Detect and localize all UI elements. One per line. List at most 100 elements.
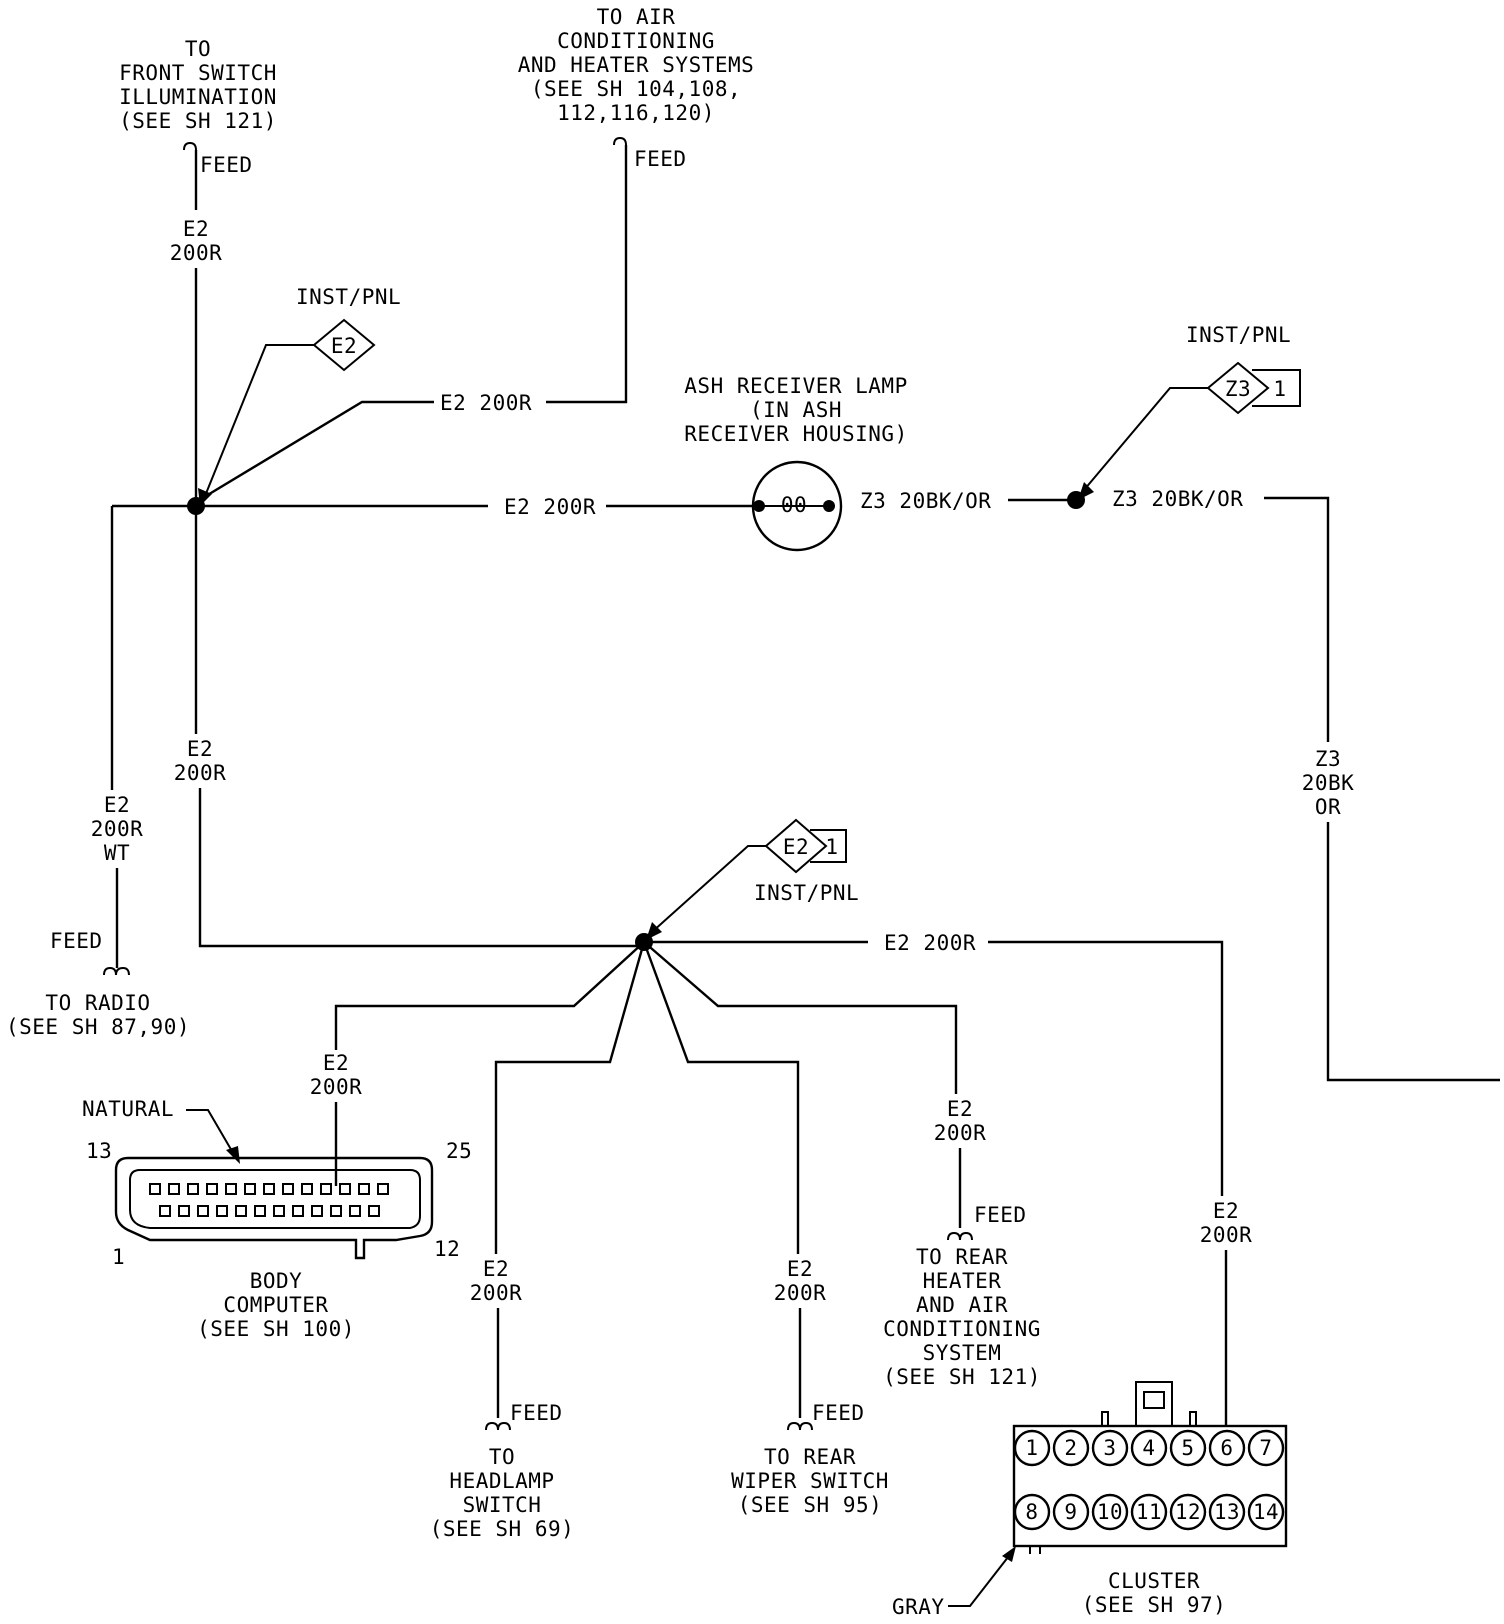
connector-pin-cell [358, 1183, 370, 1195]
svg-text:AND AIR: AND AIR [916, 1293, 1008, 1317]
connector-pin-cell [349, 1205, 361, 1217]
connector-pin-cell [244, 1183, 256, 1195]
svg-text:E2: E2 [183, 217, 209, 241]
cluster-pin [1169, 1493, 1207, 1531]
connector-pin: 1 [825, 835, 838, 859]
connector-pin-cell [235, 1205, 247, 1217]
svg-text:(SEE SH 104,108,: (SEE SH 104,108, [531, 77, 741, 101]
svg-text:20BK: 20BK [1302, 771, 1355, 795]
svg-text:BODY: BODY [250, 1269, 303, 1293]
inst-pnl-label: INST/PNL [1186, 323, 1291, 347]
pin-number: 1 [112, 1245, 125, 1269]
svg-text:(SEE SH 95): (SEE SH 95) [738, 1493, 883, 1517]
svg-text:Z3: Z3 [1315, 747, 1341, 771]
svg-text:TO: TO [185, 37, 211, 61]
connector-pin-cell [330, 1205, 342, 1217]
svg-text:200R: 200R [174, 761, 227, 785]
connector-pin-cell [206, 1183, 218, 1195]
lamp-filament: 00 [781, 493, 807, 517]
connector-pin-cell [187, 1183, 199, 1195]
cluster-pin-number: 1 [1025, 1436, 1038, 1460]
svg-text:SYSTEM: SYSTEM [923, 1341, 1002, 1365]
svg-text:CONDITIONING: CONDITIONING [557, 29, 715, 53]
wire-label: E2 200R [310, 1051, 363, 1099]
cluster-pin [1208, 1493, 1246, 1531]
connector-pin-cell [225, 1183, 237, 1195]
connector-pin-cell [339, 1183, 351, 1195]
cluster-pin [1130, 1493, 1168, 1531]
cluster-pin [1091, 1429, 1129, 1467]
connector-pin-cell [159, 1205, 171, 1217]
connector-pin-cell [149, 1183, 161, 1195]
svg-text:E2: E2 [787, 1257, 813, 1281]
svg-text:112,116,120): 112,116,120) [557, 101, 715, 125]
svg-text:(SEE SH 97): (SEE SH 97) [1082, 1593, 1227, 1617]
wire-label: E2 200R [934, 1097, 987, 1145]
wire-label: E2 200R [470, 1257, 523, 1305]
svg-text:(IN ASH: (IN ASH [750, 398, 842, 422]
svg-text:E2: E2 [104, 793, 130, 817]
cluster-pin-number: 10 [1097, 1500, 1123, 1524]
feed-label: FEED [510, 1401, 563, 1425]
svg-text:FRONT SWITCH: FRONT SWITCH [119, 61, 277, 85]
cluster-pin-number: 12 [1175, 1500, 1201, 1524]
svg-text:200R: 200R [934, 1121, 987, 1145]
connector-diamond [764, 818, 828, 874]
connector-pin-cell [263, 1183, 275, 1195]
svg-text:200R: 200R [470, 1281, 523, 1305]
front-switch-label: TO FRONT SWITCH ILLUMINATION (SEE SH 121… [119, 37, 277, 133]
feed-symbol [613, 136, 627, 146]
svg-text:TO REAR: TO REAR [916, 1245, 1008, 1269]
feed-label: FEED [634, 147, 687, 171]
wire-label: E2 200R WT [91, 793, 143, 865]
pin-number: 13 [86, 1139, 112, 1163]
svg-text:E2: E2 [1213, 1199, 1239, 1223]
cluster-pin [1013, 1429, 1051, 1467]
connector-id: E2 [331, 334, 357, 358]
cluster-pin [1130, 1429, 1168, 1467]
connector-id: Z3 [1225, 377, 1251, 401]
wire-label: E2 200R [1200, 1199, 1252, 1247]
connector-pin-cell [254, 1205, 266, 1217]
connector-pin-cell [168, 1183, 180, 1195]
cluster-pin-number: 7 [1259, 1436, 1272, 1460]
svg-text:200R: 200R [170, 241, 223, 265]
svg-text:TO REAR: TO REAR [764, 1445, 856, 1469]
svg-text:E2: E2 [947, 1097, 973, 1121]
svg-text:WIPER SWITCH: WIPER SWITCH [731, 1469, 889, 1493]
connector-pin-cell [301, 1183, 313, 1195]
air-conditioning-label: TO AIR CONDITIONING AND HEATER SYSTEMS (… [518, 5, 754, 125]
feed-symbol [787, 1421, 813, 1431]
svg-text:(SEE SH 121): (SEE SH 121) [883, 1365, 1041, 1389]
cluster-pin-number: 6 [1220, 1436, 1233, 1460]
cluster-pin-number: 14 [1253, 1500, 1279, 1524]
svg-text:200R: 200R [774, 1281, 827, 1305]
connector-pin-cell [292, 1205, 304, 1217]
wire-label: E2 200R [774, 1257, 827, 1305]
cluster-label: CLUSTER (SEE SH 97) [1082, 1569, 1227, 1617]
feed-label: FEED [974, 1203, 1027, 1227]
connector-pin-cell [377, 1183, 389, 1195]
cluster-pin [1013, 1493, 1051, 1531]
svg-text:CLUSTER: CLUSTER [1108, 1569, 1200, 1593]
cluster-pin [1091, 1493, 1129, 1531]
cluster-connector [1012, 1381, 1288, 1554]
body-computer-connector [114, 1156, 434, 1260]
body-computer-label: BODY COMPUTER (SEE SH 100) [197, 1269, 354, 1341]
svg-text:RECEIVER HOUSING): RECEIVER HOUSING) [684, 422, 907, 446]
cluster-pin-number: 2 [1064, 1436, 1077, 1460]
wire-label: Z3 20BK OR [1302, 747, 1355, 819]
connector-pin-cell [311, 1205, 323, 1217]
feed-symbol [103, 966, 130, 976]
svg-text:200R: 200R [310, 1075, 363, 1099]
connector-pin-cell [178, 1205, 190, 1217]
svg-text:E2: E2 [483, 1257, 509, 1281]
connector-color-label: NATURAL [82, 1097, 174, 1121]
rear-heater-label: TO REAR HEATER AND AIR CONDITIONING SYST… [883, 1245, 1041, 1389]
cluster-pin [1208, 1429, 1246, 1467]
svg-text:HEATER: HEATER [923, 1269, 1002, 1293]
wire-label: E2 200R [440, 391, 532, 415]
wire-label: E2 200R [174, 737, 227, 785]
cluster-pin [1052, 1429, 1090, 1467]
